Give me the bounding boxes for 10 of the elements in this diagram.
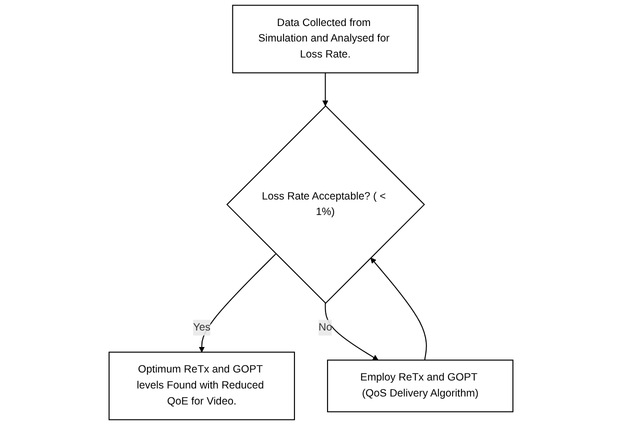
node-box: Data Collected from Simulation and Analysed for Loss Rate. — [232, 4, 418, 74]
arrow — [324, 302, 378, 360]
arrow — [322, 72, 328, 106]
edge-label: No — [318, 322, 332, 333]
arrow — [198, 253, 276, 352]
node-diamond: Loss Rate Acceptable? ( < 1%) — [226, 105, 425, 304]
node-box: Optimum ReTx and GOPT levels Found with Reduced QoE for Video. — [108, 352, 295, 420]
edge-label: Yes — [193, 322, 210, 333]
arrow — [370, 258, 427, 361]
node-box: Employ ReTx and GOPT (QoS Delivery Algorithm) — [327, 360, 514, 412]
